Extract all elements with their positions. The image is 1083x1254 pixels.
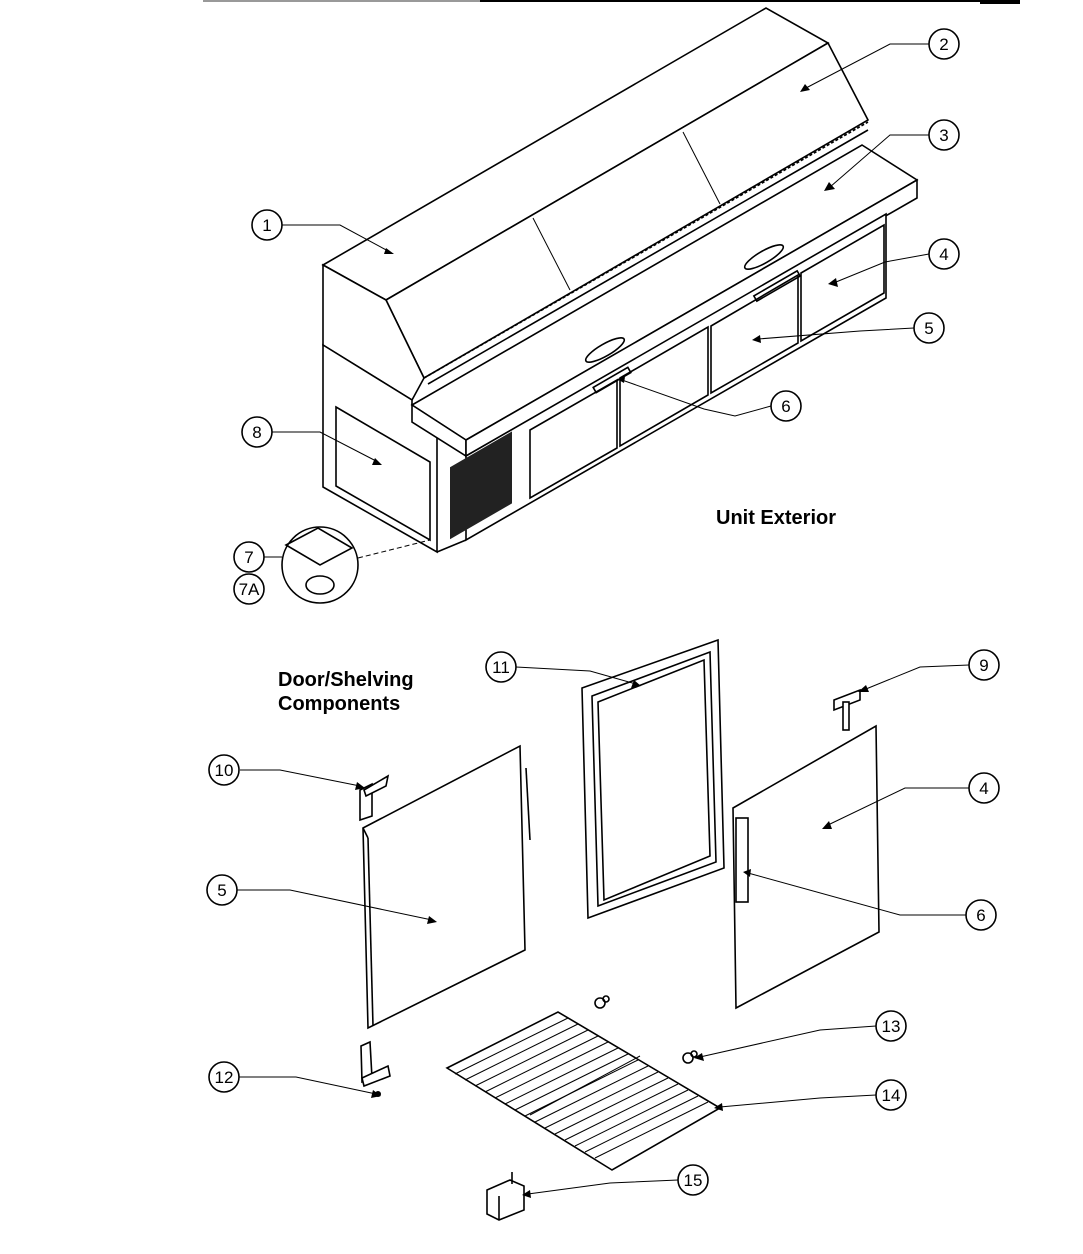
top-rule (203, 0, 1020, 4)
door-handle (735, 817, 749, 903)
svg-text:9: 9 (979, 656, 988, 675)
door-shelving-drawing (359, 638, 880, 1221)
callout-8: 8 (241, 416, 273, 448)
svg-text:5: 5 (924, 319, 933, 338)
door-shelving-title-line1: Door/Shelving (278, 669, 414, 691)
callout-7: 7 (233, 541, 265, 573)
leader-lines (237, 43, 970, 1198)
svg-text:15: 15 (684, 1171, 703, 1190)
shelf-bracket (486, 1172, 525, 1221)
door-shelving-title: Door/Shelving Components (278, 668, 414, 716)
hinge-top-left (359, 774, 390, 822)
hinge-bottom-left (360, 1040, 391, 1097)
callout-3: 3 (928, 119, 960, 151)
cabinet-door-2 (619, 325, 709, 448)
hinge-top-right (833, 688, 861, 731)
callout-12: 12 (208, 1061, 240, 1093)
svg-text:14: 14 (882, 1086, 901, 1105)
svg-text:2: 2 (939, 35, 948, 54)
callout-7a: 7A (233, 573, 265, 605)
callout-5-exterior: 5 (913, 312, 945, 344)
callout-13: 13 (875, 1010, 907, 1042)
callout-6-door: 6 (965, 899, 997, 931)
callout-15: 15 (677, 1164, 709, 1196)
callout-5-door: 5 (206, 874, 238, 906)
callout-4-door: 4 (968, 772, 1000, 804)
caster-detail-circle (281, 526, 359, 604)
unit-exterior-drawing (281, 7, 919, 604)
svg-text:13: 13 (882, 1017, 901, 1036)
callout-2: 2 (928, 28, 960, 60)
unit-exterior-title: Unit Exterior (716, 507, 837, 529)
svg-text:7A: 7A (239, 580, 260, 599)
svg-text:5: 5 (217, 881, 226, 900)
svg-text:12: 12 (215, 1068, 234, 1087)
svg-text:4: 4 (939, 245, 948, 264)
callout-11: 11 (485, 651, 517, 683)
callout-4-exterior: 4 (928, 238, 960, 270)
cabinet-door-1 (529, 378, 618, 500)
svg-text:8: 8 (252, 423, 261, 442)
svg-text:4: 4 (979, 779, 988, 798)
svg-text:6: 6 (976, 906, 985, 925)
shelf-clips (594, 995, 698, 1064)
callout-6-exterior: 6 (770, 390, 802, 422)
wire-shelf (445, 1011, 722, 1171)
callout-1: 1 (251, 209, 283, 241)
svg-text:7: 7 (244, 548, 253, 567)
svg-text:1: 1 (262, 216, 271, 235)
door-gasket (581, 638, 725, 920)
callout-10: 10 (208, 754, 240, 786)
svg-text:6: 6 (781, 397, 790, 416)
door-left (362, 744, 526, 1030)
door-shelving-title-line2: Components (278, 693, 401, 715)
cabinet-door-3 (710, 273, 799, 395)
callout-9: 9 (968, 649, 1000, 681)
svg-text:11: 11 (492, 658, 510, 677)
svg-text:3: 3 (939, 126, 948, 145)
cabinet-door-4 (800, 223, 885, 343)
callout-14: 14 (875, 1079, 907, 1111)
door-right (732, 724, 880, 1010)
svg-text:10: 10 (215, 761, 234, 780)
